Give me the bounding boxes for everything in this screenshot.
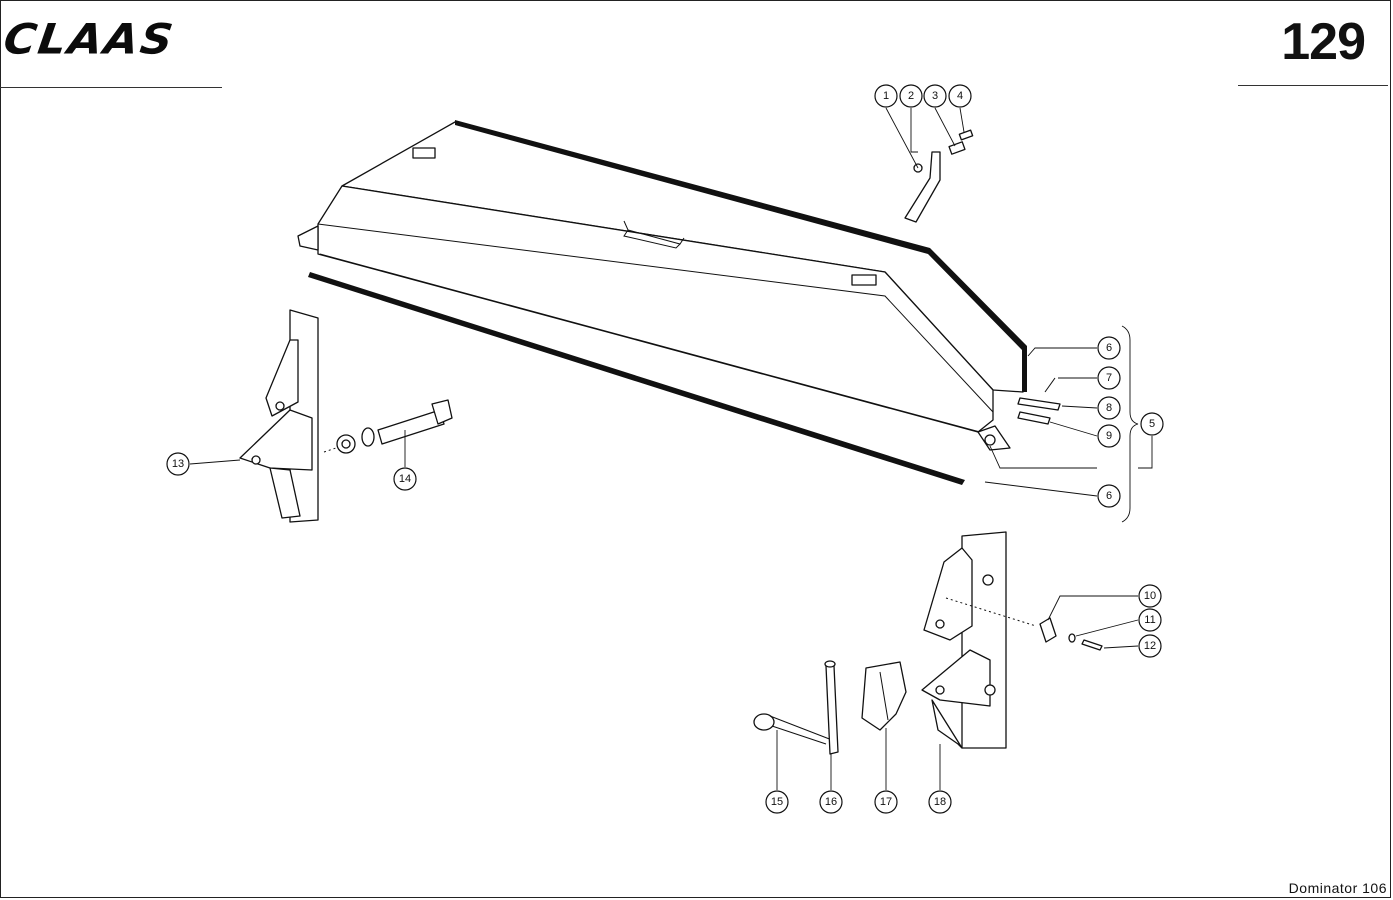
svg-text:2: 2 — [908, 90, 914, 102]
svg-text:3: 3 — [932, 90, 938, 102]
callout-3: 3 — [923, 84, 947, 108]
callout-6-lower: 6 — [1097, 484, 1121, 508]
svg-text:13: 13 — [172, 458, 184, 470]
right-small-parts — [1017, 377, 1061, 425]
top-bracket-assembly — [904, 129, 974, 223]
callout-17: 17 — [874, 790, 898, 814]
callout-12: 12 — [1138, 634, 1162, 658]
wear-block — [861, 661, 907, 731]
bolt-nut-set — [323, 399, 453, 454]
svg-text:5: 5 — [1149, 418, 1155, 430]
callout-2: 2 — [899, 84, 923, 108]
svg-text:12: 12 — [1144, 640, 1156, 652]
right-hanger-bracket — [921, 531, 1007, 749]
svg-text:9: 9 — [1106, 430, 1112, 442]
svg-text:7: 7 — [1106, 372, 1112, 384]
svg-text:1: 1 — [883, 90, 889, 102]
leader-lines — [189, 107, 1153, 790]
page-number-underline — [1238, 85, 1388, 86]
callout-18: 18 — [928, 790, 952, 814]
callout-11: 11 — [1138, 608, 1162, 632]
callout-8: 8 — [1097, 396, 1121, 420]
callout-7: 7 — [1097, 366, 1121, 390]
callout-14: 14 — [393, 467, 417, 491]
callout-1: 1 — [874, 84, 898, 108]
svg-text:15: 15 — [771, 796, 783, 808]
callout-5: 5 — [1140, 412, 1164, 436]
logo-underline — [0, 87, 222, 88]
svg-text:10: 10 — [1144, 590, 1156, 602]
svg-text:8: 8 — [1106, 402, 1112, 414]
callout-6-upper: 6 — [1097, 336, 1121, 360]
svg-text:11: 11 — [1144, 614, 1155, 626]
svg-text:6: 6 — [1106, 342, 1112, 354]
callout-4: 4 — [948, 84, 972, 108]
callout-15: 15 — [765, 790, 789, 814]
callout-16: 16 — [819, 790, 843, 814]
spring-clip — [753, 713, 833, 745]
svg-text:18: 18 — [934, 796, 946, 808]
svg-text:6: 6 — [1106, 490, 1112, 502]
left-hanger-bracket — [239, 309, 319, 523]
model-label: Dominator 106 — [1288, 880, 1387, 896]
callout-10: 10 — [1138, 584, 1162, 608]
svg-text:17: 17 — [880, 796, 892, 808]
svg-text:16: 16 — [825, 796, 837, 808]
page-number: 129 — [1281, 13, 1366, 71]
callout-9: 9 — [1097, 424, 1121, 448]
svg-text:4: 4 — [957, 90, 963, 102]
callout-13: 13 — [166, 452, 190, 476]
seal-strip-lower — [308, 272, 965, 485]
clip-set — [945, 597, 1103, 651]
pin — [824, 660, 839, 755]
svg-text:14: 14 — [399, 473, 411, 485]
cover-housing — [297, 120, 1027, 451]
